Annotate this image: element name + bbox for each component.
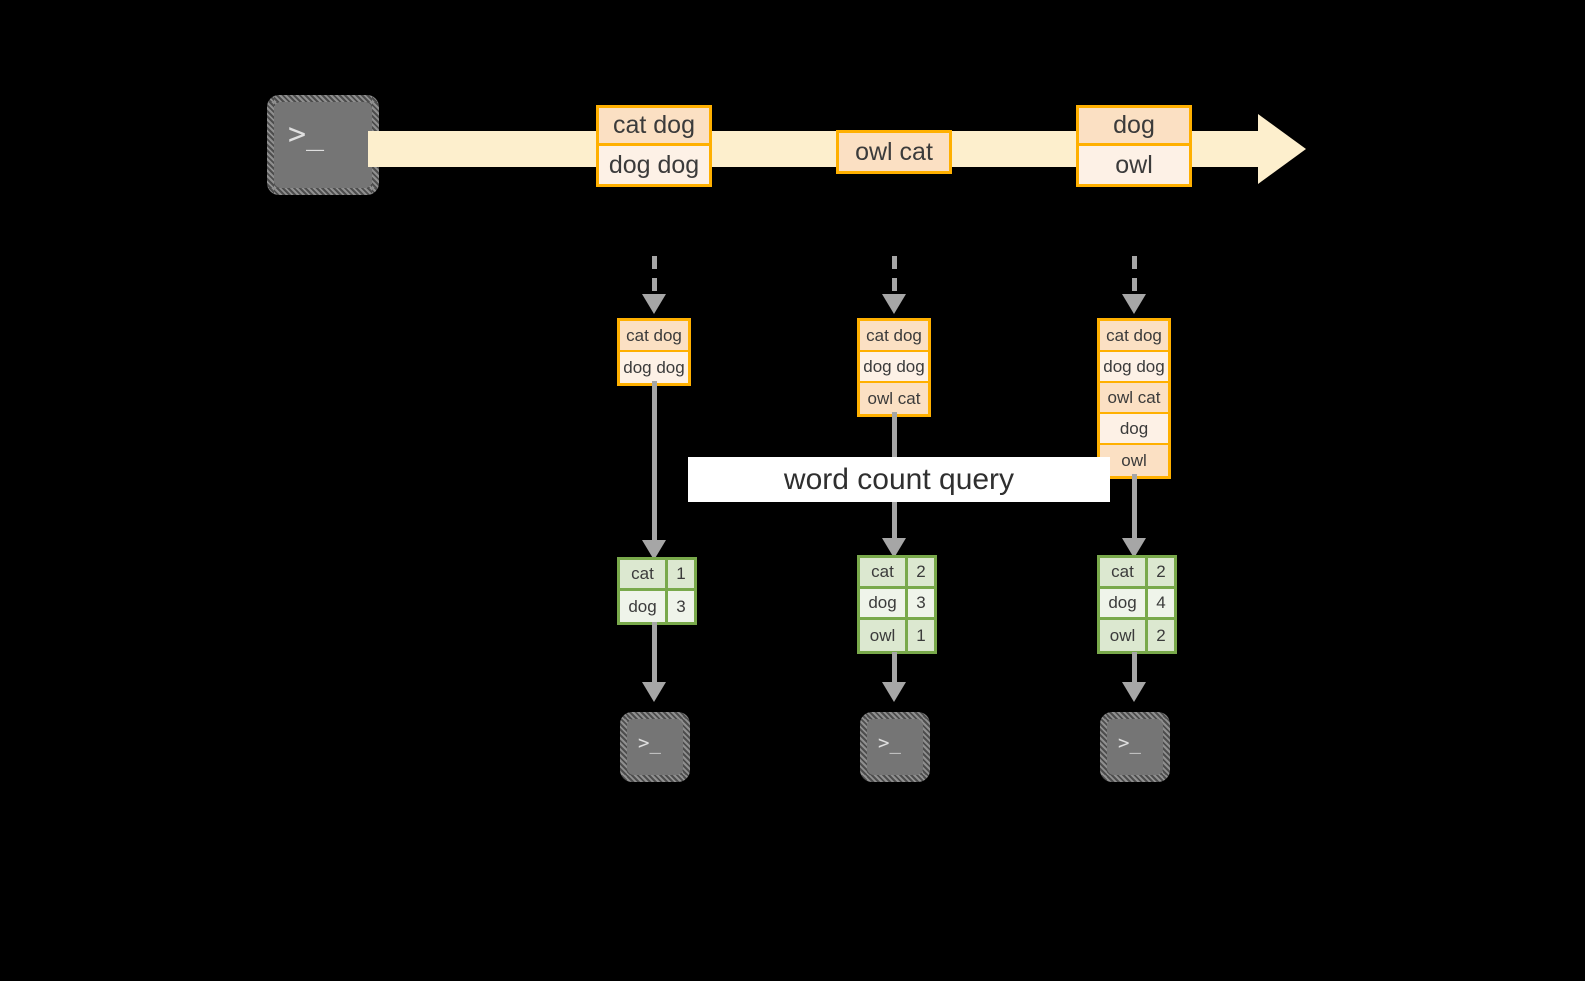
result-row: dog 3	[620, 591, 694, 622]
snapshot-tap-arrowhead-icon	[1122, 294, 1146, 314]
terminal-prompt-glyph: >_	[288, 117, 325, 152]
stream-event-line: dog dog	[599, 146, 709, 184]
snapshot-tap-connector	[652, 256, 657, 296]
query-connector	[652, 381, 657, 546]
result-table: cat 1 dog 3	[617, 557, 697, 625]
terminal-prompt-glyph: >_	[638, 732, 661, 754]
result-word: cat	[860, 558, 908, 586]
terminal-screen	[1107, 719, 1163, 775]
stream-arrow-head-icon	[1258, 114, 1306, 184]
terminal-screen	[867, 719, 923, 775]
output-arrowhead-icon	[1122, 682, 1146, 702]
terminal-prompt-glyph: >_	[1118, 732, 1141, 754]
result-word: owl	[1100, 620, 1148, 651]
result-count: 1	[908, 620, 934, 651]
snapshot-line: dog dog	[860, 352, 928, 383]
result-count: 4	[1148, 589, 1174, 617]
snapshot-box: cat dog dog dog	[617, 318, 691, 386]
result-table: cat 2 dog 4 owl 2	[1097, 555, 1177, 654]
output-arrowhead-icon	[642, 682, 666, 702]
result-count: 3	[908, 589, 934, 617]
result-count: 1	[668, 560, 694, 588]
stream-event-line: owl	[1079, 146, 1189, 184]
snapshot-tap-arrowhead-icon	[642, 294, 666, 314]
terminal-prompt-glyph: >_	[878, 732, 901, 754]
snapshot-line: owl cat	[1100, 383, 1168, 414]
query-label-band: word count query	[688, 457, 1110, 502]
result-row: owl 2	[1100, 620, 1174, 651]
stream-event-box: dog owl	[1076, 105, 1192, 187]
result-row: cat 2	[860, 558, 934, 589]
snapshot-line: owl	[1100, 445, 1168, 476]
result-word: owl	[860, 620, 908, 651]
query-label-text: word count query	[783, 462, 1015, 496]
query-connector	[1132, 474, 1137, 544]
result-row: cat 1	[620, 560, 694, 591]
result-word: cat	[1100, 558, 1148, 586]
snapshot-line: dog	[1100, 414, 1168, 445]
query-arrowhead-icon	[642, 540, 666, 560]
snapshot-tap-connector	[1132, 256, 1137, 296]
result-word: dog	[1100, 589, 1148, 617]
snapshot-tap-arrowhead-icon	[882, 294, 906, 314]
output-connector	[892, 652, 897, 687]
source-terminal-icon: >_	[267, 95, 379, 195]
snapshot-line: cat dog	[1100, 321, 1168, 352]
stream-event-line: dog	[1079, 108, 1189, 146]
result-count: 2	[1148, 558, 1174, 586]
sink-terminal-icon: >_	[1100, 712, 1170, 782]
result-count: 2	[908, 558, 934, 586]
snapshot-line: cat dog	[860, 321, 928, 352]
stream-event-line: cat dog	[599, 108, 709, 146]
snapshot-box: cat dog dog dog owl cat	[857, 318, 931, 417]
result-count: 3	[668, 591, 694, 622]
snapshot-line: dog dog	[620, 352, 688, 383]
terminal-screen	[627, 719, 683, 775]
stream-event-line: owl cat	[839, 133, 949, 171]
output-arrowhead-icon	[882, 682, 906, 702]
terminal-screen	[274, 102, 372, 188]
result-row: owl 1	[860, 620, 934, 651]
result-row: cat 2	[1100, 558, 1174, 589]
result-word: cat	[620, 560, 668, 588]
sink-terminal-icon: >_	[860, 712, 930, 782]
snapshot-line: cat dog	[620, 321, 688, 352]
result-count: 2	[1148, 620, 1174, 651]
sink-terminal-icon: >_	[620, 712, 690, 782]
result-word: dog	[620, 591, 668, 622]
result-table: cat 2 dog 3 owl 1	[857, 555, 937, 654]
stream-event-box: cat dog dog dog	[596, 105, 712, 187]
output-connector	[1132, 652, 1137, 687]
snapshot-line: owl cat	[860, 383, 928, 414]
output-connector	[652, 622, 657, 687]
snapshot-line: dog dog	[1100, 352, 1168, 383]
query-arrowhead-icon	[882, 538, 906, 558]
query-arrowhead-icon	[1122, 538, 1146, 558]
result-row: dog 4	[1100, 589, 1174, 620]
result-word: dog	[860, 589, 908, 617]
result-row: dog 3	[860, 589, 934, 620]
snapshot-box: cat dog dog dog owl cat dog owl	[1097, 318, 1171, 479]
snapshot-tap-connector	[892, 256, 897, 296]
stream-event-box: owl cat	[836, 130, 952, 174]
